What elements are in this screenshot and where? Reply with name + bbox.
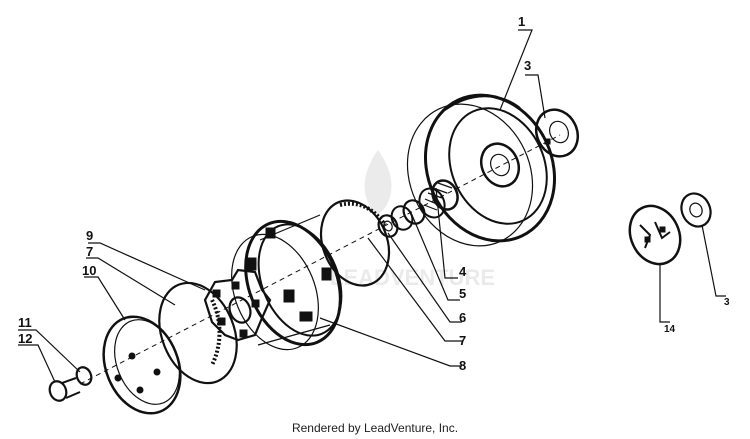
callout-1: 1 (518, 14, 525, 29)
callout-7-front: 7 (86, 244, 93, 259)
sprocket-washer (680, 192, 712, 228)
retaining-bolt (48, 377, 81, 402)
callout-8: 8 (459, 358, 466, 373)
clutch-spring-rear (319, 199, 391, 287)
callout-labels: 1 3 4 5 6 7 8 9 7 10 11 12 14 3 (18, 14, 730, 373)
callout-6: 6 (459, 310, 466, 325)
callout-4: 4 (459, 264, 467, 279)
clutch-hub (203, 268, 272, 342)
callout-11: 11 (18, 315, 32, 330)
callout-5: 5 (459, 286, 466, 301)
sprocket-plate (628, 204, 682, 266)
callout-12: 12 (18, 331, 32, 346)
clutch-spring-front (158, 281, 238, 385)
assembly-axis (79, 134, 561, 385)
callout-7-rear: 7 (459, 333, 466, 348)
thrust-washer (377, 214, 399, 238)
callout-14: 14 (664, 324, 676, 335)
footer-credit: Rendered by LeadVenture, Inc. (291, 421, 459, 435)
clutch-drum (406, 93, 557, 247)
lock-washer (75, 366, 93, 386)
leader-lines (18, 29, 726, 383)
callout-3-drum-washer: 3 (524, 58, 531, 73)
callout-3-sprocket-washer: 3 (724, 297, 730, 308)
cover-plate (102, 315, 182, 415)
callout-10: 10 (82, 263, 96, 278)
callout-9: 9 (86, 228, 93, 243)
spacer-bushing (390, 199, 426, 231)
drum-washer (534, 108, 580, 158)
